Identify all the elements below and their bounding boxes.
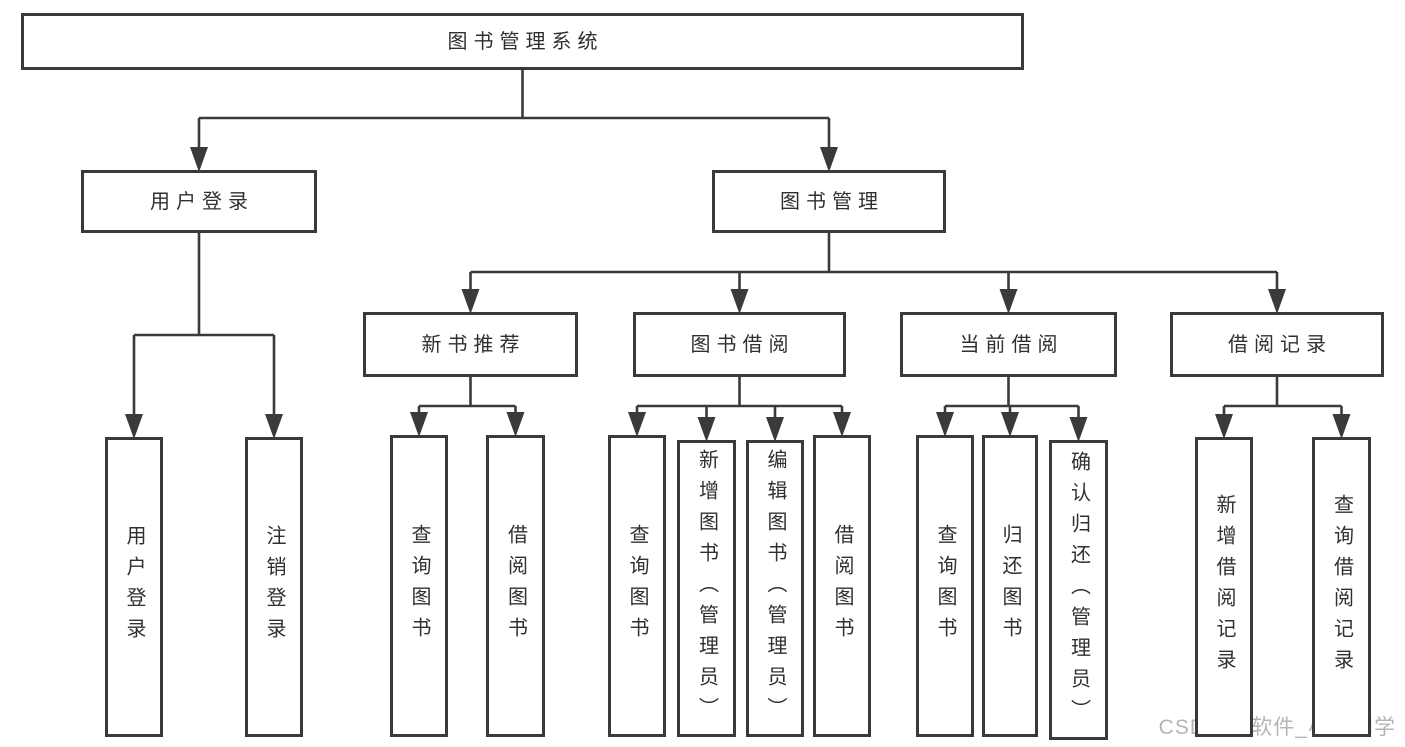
arrowhead-icon: [730, 289, 749, 314]
arrowhead-icon: [628, 412, 646, 437]
leaf-confirm-return-label: 确认归还（管理员）: [1067, 450, 1090, 730]
leaf-edit-books-label: 编辑图书（管理员）: [764, 449, 786, 728]
leaf-return-books: 归还图书: [982, 435, 1038, 737]
leaf-query-books-current-label: 查询图书: [934, 524, 956, 648]
leaf-edit-books: 编辑图书（管理员）: [746, 440, 804, 737]
node-borrow-records: 借阅记录: [1170, 312, 1384, 377]
arrowhead-icon: [936, 412, 954, 437]
node-current-borrow: 当前借阅: [900, 312, 1117, 377]
leaf-add-books: 新增图书（管理员）: [677, 440, 736, 737]
leaf-query-books-borrow-label: 查询图书: [626, 524, 648, 648]
arrowhead-icon: [1215, 414, 1233, 439]
leaf-borrow-books-label: 借阅图书: [831, 524, 853, 648]
arrowhead-icon: [820, 147, 838, 172]
node-book-borrow-label: 图书借阅: [690, 333, 795, 356]
leaf-query-borrow-record: 查询借阅记录: [1312, 437, 1371, 737]
leaf-query-books-borrow: 查询图书: [608, 435, 666, 737]
node-new-book-recommend: 新书推荐: [363, 312, 578, 377]
leaf-add-borrow-record-label: 新增借阅记录: [1213, 494, 1235, 680]
leaf-borrow-books-recommend: 借阅图书: [486, 435, 545, 737]
arrowhead-icon: [1332, 414, 1351, 439]
arrowhead-icon: [999, 289, 1018, 314]
node-current-borrow-label: 当前借阅: [959, 333, 1064, 356]
node-book-borrow: 图书借阅: [633, 312, 846, 377]
leaf-borrow-books-recommend-label: 借阅图书: [504, 524, 527, 648]
leaf-user-login-label: 用户登录: [123, 525, 145, 649]
node-root-label: 图书管理系统: [447, 30, 604, 53]
arrowhead-icon: [461, 289, 480, 314]
arrowhead-icon: [265, 414, 283, 439]
arrowhead-icon: [190, 147, 208, 172]
node-root: 图书管理系统: [21, 13, 1024, 70]
arrowhead-icon: [697, 417, 716, 442]
node-book-management-label: 图书管理: [780, 190, 884, 213]
leaf-add-books-label: 新增图书（管理员）: [695, 449, 718, 728]
node-new-book-recommend-label: 新书推荐: [421, 333, 526, 356]
arrowhead-icon: [506, 412, 525, 437]
leaf-query-borrow-record-label: 查询借阅记录: [1330, 494, 1353, 680]
leaf-confirm-return: 确认归还（管理员）: [1049, 440, 1108, 740]
arrowhead-icon: [125, 414, 143, 439]
leaf-query-books-recommend: 查询图书: [390, 435, 448, 737]
node-book-management: 图书管理: [712, 170, 946, 233]
arrowhead-icon: [410, 412, 428, 437]
node-borrow-records-label: 借阅记录: [1228, 333, 1332, 356]
arrowhead-icon: [833, 412, 851, 437]
arrowhead-icon: [1268, 289, 1286, 314]
leaf-return-books-label: 归还图书: [999, 524, 1021, 648]
leaf-logout: 注销登录: [245, 437, 303, 737]
arrowhead-icon: [1001, 412, 1019, 437]
leaf-logout-label: 注销登录: [263, 525, 285, 649]
leaf-user-login: 用户登录: [105, 437, 163, 737]
leaf-borrow-books: 借阅图书: [813, 435, 871, 737]
leaf-query-books-recommend-label: 查询图书: [408, 524, 430, 648]
arrowhead-icon: [766, 417, 784, 442]
leaf-query-books-current: 查询图书: [916, 435, 974, 737]
node-user-login: 用户登录: [81, 170, 317, 233]
arrowhead-icon: [1069, 417, 1088, 442]
leaf-add-borrow-record: 新增借阅记录: [1195, 437, 1253, 737]
node-user-login-label: 用户登录: [150, 190, 254, 213]
